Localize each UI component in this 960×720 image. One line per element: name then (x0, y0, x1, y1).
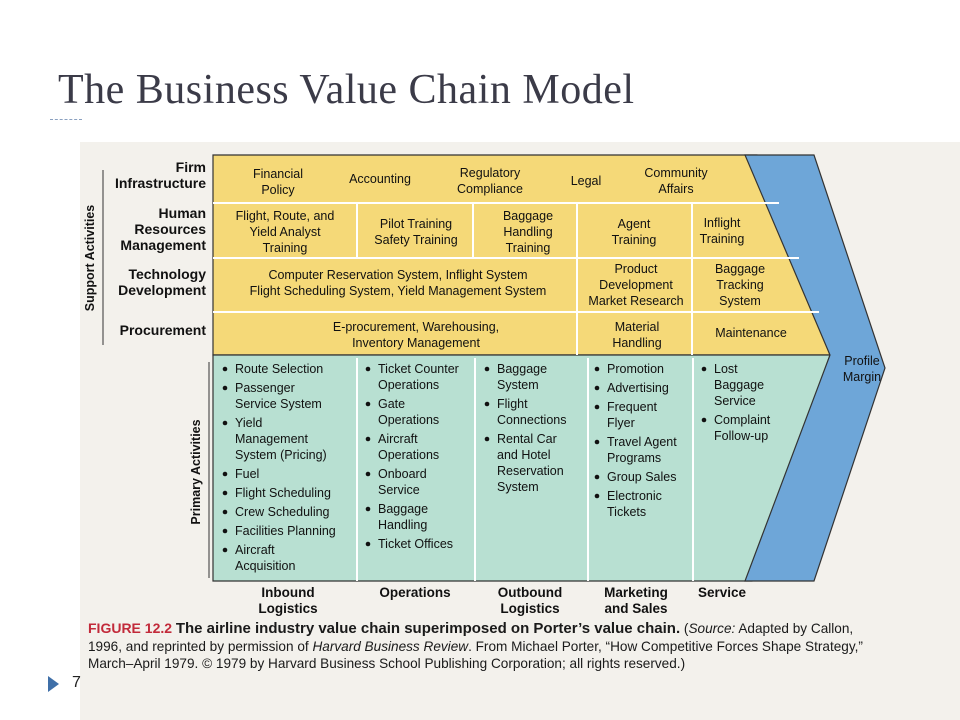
title-divider (50, 119, 82, 120)
support-cell-text: Computer Reservation System, Inflight Sy… (250, 268, 547, 298)
bullet-icon (365, 506, 371, 512)
primary-item-text: Facilities Planning (235, 524, 336, 538)
bullet-icon (222, 385, 228, 391)
bullet-arrow-icon (48, 676, 59, 692)
page-number: 7 (72, 674, 81, 691)
support-row-label: Procurement (120, 322, 207, 338)
bullet-icon (594, 474, 600, 480)
primary-item-text: Promotion (607, 362, 664, 376)
bullet-icon (701, 366, 707, 372)
support-cell-text: Legal (571, 174, 602, 188)
bullet-icon (222, 547, 228, 553)
margin-arrow (744, 154, 886, 582)
bullet-icon (594, 493, 600, 499)
bullet-icon (222, 420, 228, 426)
primary-item-text: Flight Scheduling (235, 486, 331, 500)
bullet-icon (365, 436, 371, 442)
primary-activities-label: Primary Activities (189, 419, 203, 524)
bullet-icon (365, 401, 371, 407)
source-word: Source: (688, 621, 736, 636)
support-cell-text: Accounting (349, 172, 411, 186)
figure-caption: FIGURE 12.2 The airline industry value c… (88, 620, 868, 673)
bullet-icon (365, 366, 371, 372)
bullet-icon (701, 417, 707, 423)
support-cell-text: Maintenance (715, 326, 787, 340)
primary-column-heading: Service (698, 585, 747, 600)
bullet-icon (222, 490, 228, 496)
bullet-icon (484, 401, 490, 407)
primary-item-text: Group Sales (607, 470, 676, 484)
slide-title: The Business Value Chain Model (58, 67, 635, 113)
primary-item-text: Advertising (607, 381, 669, 395)
bullet-icon (594, 439, 600, 445)
bullet-icon (222, 366, 228, 372)
bullet-icon (365, 541, 371, 547)
bullet-icon (484, 366, 490, 372)
figure-label: FIGURE 12.2 (88, 620, 173, 636)
primary-item-text: Route Selection (235, 362, 323, 376)
bullet-icon (484, 436, 490, 442)
primary-column-heading: Operations (379, 585, 450, 600)
caption-text: The airline industry value chain superim… (175, 620, 681, 637)
source-text-2: . From Michael Porter, “How Competitive … (88, 638, 863, 672)
support-cell-text: E-procurement, Warehousing,Inventory Man… (333, 320, 499, 350)
bullet-icon (222, 528, 228, 534)
source-text-1: Adapted by Callon, 1996, and reprinted b… (88, 621, 854, 654)
primary-item-text: Crew Scheduling (235, 505, 330, 519)
bullet-icon (594, 385, 600, 391)
bullet-icon (594, 366, 600, 372)
bullet-icon (594, 404, 600, 410)
primary-item-text: Fuel (235, 467, 259, 481)
journal-name: Harvard Business Review (312, 638, 469, 654)
bullet-icon (222, 509, 228, 515)
bullet-icon (365, 471, 371, 477)
primary-item-text: Ticket Offices (378, 537, 453, 551)
bullet-icon (222, 471, 228, 477)
support-activities-label: Support Activities (83, 205, 97, 312)
source-open: ( (683, 621, 689, 636)
